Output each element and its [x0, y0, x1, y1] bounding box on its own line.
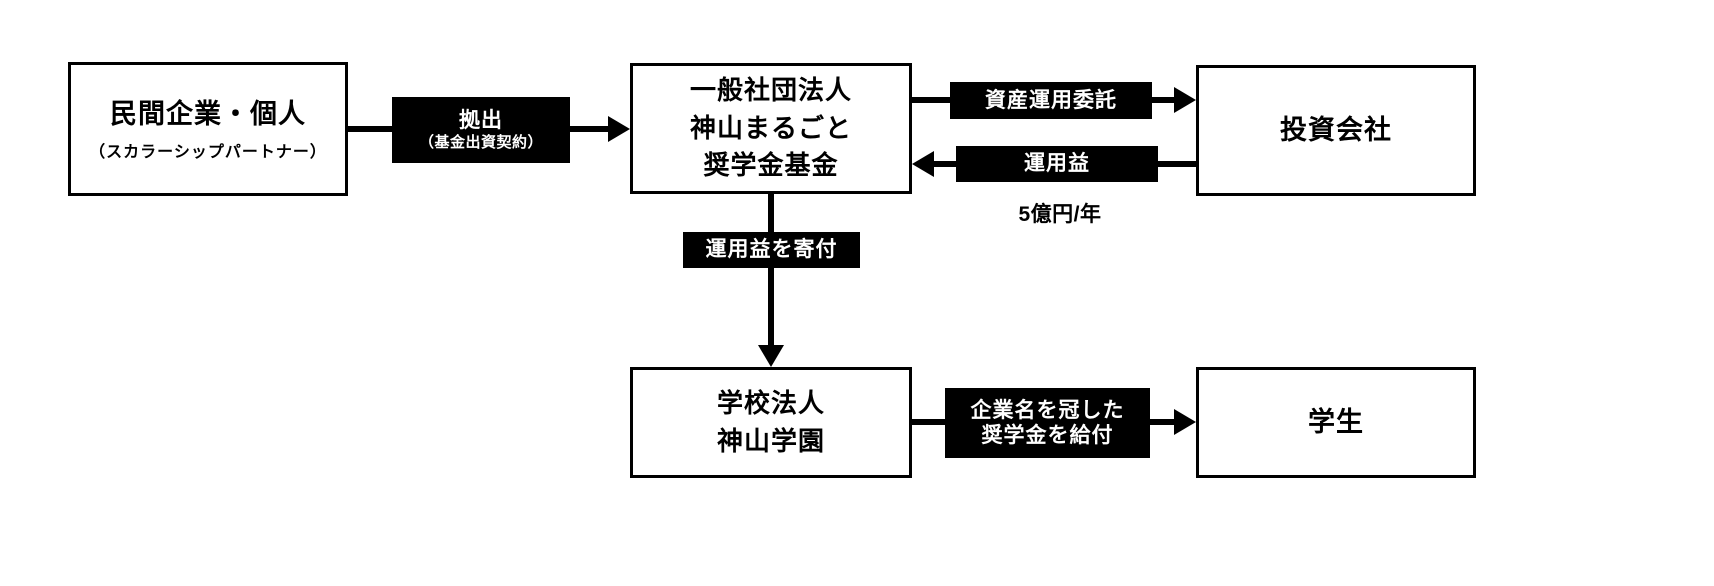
edge-returns-arrowhead-icon: [912, 151, 934, 177]
edge-donate-returns-label: 運用益を寄付: [683, 232, 860, 268]
node-partner-subtitle: （スカラーシップパートナー）: [89, 144, 327, 162]
edge-scholarship-arrowhead-icon: [1174, 409, 1196, 435]
node-partner-title: 民間企業・個人: [110, 98, 306, 129]
node-school: 学校法人 神山学園: [630, 367, 912, 478]
edge-returns-label: 運用益: [956, 146, 1158, 182]
edge-donate-returns-arrowhead-icon: [758, 345, 784, 367]
node-investment-company: 投資会社: [1196, 65, 1476, 196]
node-fund: 一般社団法人 神山まるごと 奨学金基金: [630, 63, 912, 194]
node-school-line-2: 神山学園: [716, 425, 825, 456]
node-school-line-1: 学校法人: [716, 387, 825, 418]
node-investment-company-title: 投資会社: [1280, 115, 1392, 146]
edge-contribution-arrowhead-icon: [608, 116, 630, 142]
node-student-title: 学生: [1308, 407, 1364, 438]
edge-contribution-label-line-2: （基金出資契約）: [418, 133, 543, 151]
edge-scholarship-label-line-1: 企業名を冠した: [970, 398, 1125, 422]
node-student: 学生: [1196, 367, 1476, 478]
node-fund-line-2: 神山まるごと: [689, 112, 852, 143]
edge-scholarship-label-line-2: 奨学金を給付: [981, 424, 1114, 447]
edge-contribution-label-line-1: 拠出: [459, 108, 503, 132]
returns-amount-annotation: 5億円/年: [1018, 203, 1102, 226]
edge-asset-management-label-text: 資産運用委託: [985, 88, 1117, 112]
edge-donate-returns-line: [768, 194, 774, 346]
node-fund-line-1: 一般社団法人: [689, 74, 852, 105]
edge-returns-label-text: 運用益: [1024, 152, 1090, 176]
edge-contribution-label: 拠出 （基金出資契約）: [392, 97, 570, 163]
edge-asset-management-arrowhead-icon: [1174, 87, 1196, 113]
node-fund-line-3: 奨学金基金: [703, 150, 839, 181]
edge-asset-management-label: 資産運用委託: [950, 82, 1152, 119]
edge-donate-returns-label-text: 運用益を寄付: [705, 238, 838, 262]
node-partner: 民間企業・個人 （スカラーシップパートナー）: [68, 62, 348, 196]
edge-scholarship-label: 企業名を冠した 奨学金を給付: [945, 388, 1150, 458]
